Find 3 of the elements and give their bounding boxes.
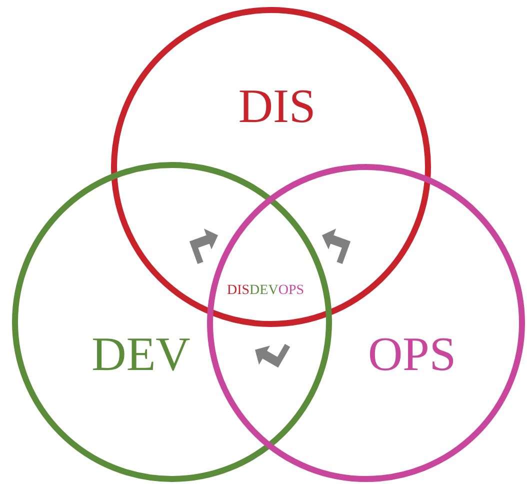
- circle-label: DIS: [238, 83, 316, 131]
- circle-label: DEV: [92, 331, 190, 379]
- circle-label: OPS: [368, 331, 456, 379]
